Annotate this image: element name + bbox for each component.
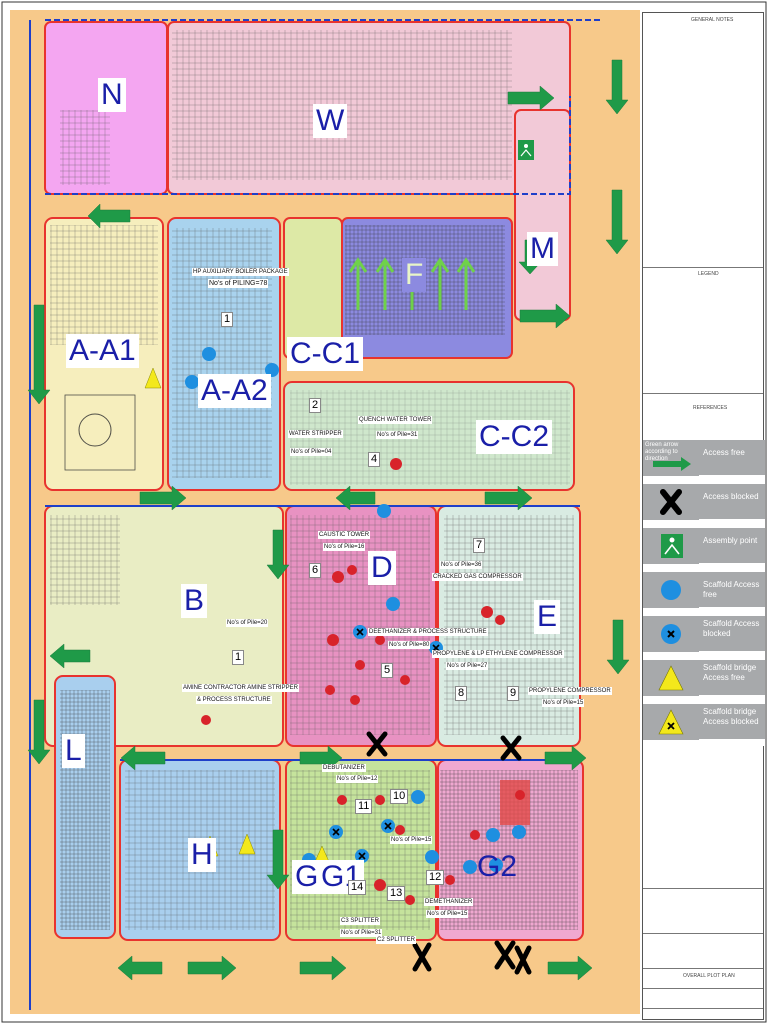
deethanizer-label: DEETHANIZER & PROCESS STRUCTURE bbox=[368, 628, 488, 636]
demethanizer-piles: No's of Pile=15 bbox=[426, 910, 469, 918]
ethylene-piles: No's of Pile=27 bbox=[446, 662, 489, 670]
zone-label-L: L bbox=[62, 734, 85, 768]
structure-number: 2 bbox=[309, 398, 322, 413]
assembly-point-icon bbox=[661, 534, 683, 558]
general-notes-heading: GENERAL NOTES bbox=[691, 17, 734, 23]
legend-row-assembly-point: Assembly point bbox=[643, 528, 765, 565]
access-blocked-marks bbox=[366, 731, 532, 975]
legend-row-bridge-free: Scaffold bridge Access free bbox=[643, 660, 765, 697]
cracked-gas-piles: No's of Pile=36 bbox=[440, 561, 483, 569]
legend-label: Scaffold Access free bbox=[699, 572, 765, 608]
ethylene-label: PROPYLENE & LP ETHYLENE COMPRESSOR bbox=[432, 650, 564, 658]
boundary-lines bbox=[29, 19, 600, 1010]
quench-label: QUENCH WATER TOWER bbox=[358, 416, 433, 424]
structure-number: 5 bbox=[381, 663, 394, 678]
c3-splitter-label: C3 SPLITTER bbox=[340, 917, 381, 925]
structure-number: 10 bbox=[390, 789, 409, 804]
propylene-piles: No's of Pile=15 bbox=[542, 699, 585, 707]
legend-row-access-free: Green arrow according to direction Acces… bbox=[643, 440, 765, 477]
structure-number: 14 bbox=[348, 880, 367, 895]
legend-label: Scaffold bridge Access blocked bbox=[699, 704, 765, 740]
zone-label-AA1: A-A1 bbox=[66, 334, 139, 368]
water-stripper-piles: No's of Pile=04 bbox=[290, 448, 333, 456]
structure-number: 11 bbox=[355, 799, 373, 814]
zone-label-G: G bbox=[292, 860, 322, 894]
structure-number: 9 bbox=[507, 686, 520, 701]
cracked-gas-label: CRACKED GAS COMPRESSOR bbox=[432, 573, 523, 581]
structure-number: 8 bbox=[455, 686, 468, 701]
zone-label-M: M bbox=[527, 232, 558, 266]
c3-splitter-piles: No's of Pile=31 bbox=[340, 929, 383, 937]
legend-label: Assembly point bbox=[699, 528, 765, 564]
zone-label-G2: G2 bbox=[477, 850, 518, 883]
yellow-triangle-x-icon bbox=[658, 709, 684, 735]
hp-boiler-piles: No's of PILING=78 bbox=[208, 279, 269, 288]
green-arrow-icon bbox=[653, 457, 691, 471]
assembly-point-icon bbox=[518, 140, 534, 160]
legend: Green arrow according to direction Acces… bbox=[643, 440, 765, 746]
legend-label: Scaffold bridge Access free bbox=[699, 660, 765, 696]
zone-label-B: B bbox=[181, 584, 208, 618]
structure-number: 4 bbox=[368, 452, 381, 467]
legend-heading: LEGEND bbox=[698, 271, 719, 277]
structure-number: 1 bbox=[232, 650, 245, 665]
zone-label-G1: G1 bbox=[318, 860, 365, 894]
legend-label: Access blocked bbox=[699, 484, 765, 520]
deethanizer-piles: No's of Pile=80 bbox=[388, 641, 431, 649]
legend-arrow-note: Green arrow according to direction bbox=[645, 442, 679, 462]
yellow-triangle-icon bbox=[658, 665, 684, 691]
structure-number: 7 bbox=[473, 538, 486, 553]
demethanizer-label: DEMETHANIZER bbox=[424, 898, 474, 906]
b-piles: No's of Pile=20 bbox=[226, 619, 269, 627]
legend-row-bridge-blocked: Scaffold bridge Access blocked bbox=[643, 704, 765, 741]
references-heading: REFERENCES bbox=[693, 405, 728, 411]
zone-label-D: D bbox=[368, 551, 396, 585]
propylene-label: PROPYLENE COMPRESSOR bbox=[528, 687, 612, 695]
water-stripper-label: WATER STRIPPER bbox=[288, 430, 343, 438]
amine-label-2: & PROCESS STRUCTURE bbox=[196, 696, 272, 704]
hp-boiler-label: HP AUXILIARY BOILER PACKAGE bbox=[192, 268, 289, 276]
structure-number: 13 bbox=[387, 886, 406, 901]
structure-number: 12 bbox=[426, 870, 445, 885]
zone-label-F: F bbox=[402, 258, 427, 292]
zone-label-CC2: C-C2 bbox=[476, 420, 553, 454]
black-x-icon bbox=[660, 489, 682, 515]
zone-label-N: N bbox=[98, 78, 126, 112]
scaffold-access-free bbox=[185, 347, 526, 874]
legend-label: Scaffold Access blocked bbox=[699, 616, 765, 652]
legend-label: Access free bbox=[699, 440, 765, 476]
blue-circle-x-icon bbox=[661, 624, 681, 644]
amine-label: AMINE CONTRACTOR AMINE STRIPPER bbox=[182, 684, 299, 692]
debutanizer-label: DEBUTANIZER bbox=[322, 764, 366, 772]
zone-label-AA2: A-A2 bbox=[198, 374, 271, 408]
quench-piles: No's of Pile=31 bbox=[376, 431, 419, 439]
zone-label-H: H bbox=[188, 838, 216, 872]
legend-row-access-blocked: Access blocked bbox=[643, 484, 765, 521]
debutanizer-piles: No's of Pile=12 bbox=[336, 775, 379, 783]
blue-circle-icon bbox=[661, 580, 681, 600]
structure-number: 6 bbox=[309, 563, 322, 578]
g1-piles: No's of Pile=15 bbox=[390, 836, 433, 844]
legend-row-scaffold-blocked: Scaffold Access blocked bbox=[643, 616, 765, 653]
legend-row-scaffold-free: Scaffold Access free bbox=[643, 572, 765, 609]
caustic-label: CAUSTIC TOWER bbox=[318, 531, 371, 539]
c2-splitter-label: C2 SPLITTER bbox=[376, 936, 417, 944]
piles bbox=[201, 458, 525, 905]
zone-label-E: E bbox=[534, 600, 561, 634]
caustic-piles: No's of Pile=16 bbox=[323, 543, 366, 551]
structure-number: 1 bbox=[221, 312, 234, 327]
zone-label-CC1: C-C1 bbox=[287, 337, 364, 371]
drawing-title: OVERALL PLOT PLAN bbox=[683, 973, 735, 979]
zone-label-W: W bbox=[313, 104, 348, 138]
